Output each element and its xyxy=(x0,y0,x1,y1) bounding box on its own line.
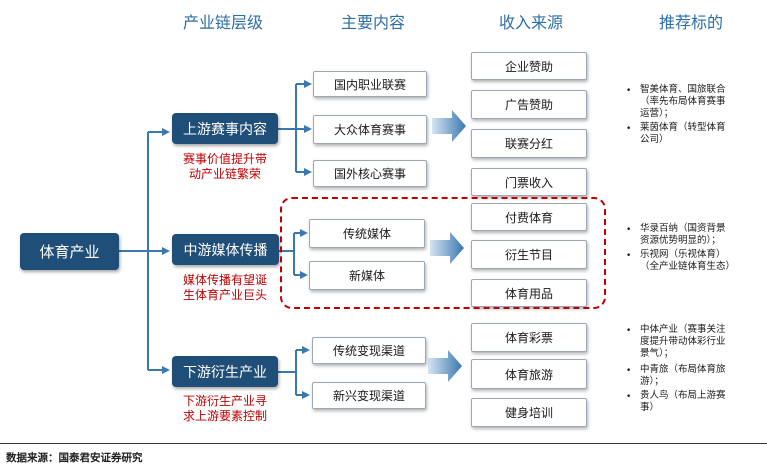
revenue-box: 付费体育 xyxy=(471,203,587,231)
downstream-node: 下游衍生产业 xyxy=(172,356,278,387)
revenue-box: 企业赞助 xyxy=(471,52,587,80)
revenue-box: 健身培训 xyxy=(471,398,587,427)
content-box: 传统媒体 xyxy=(309,219,425,248)
content-box: 大众体育赛事 xyxy=(313,115,427,144)
content-box: 国外核心赛事 xyxy=(313,160,427,187)
revenue-box: 联赛分红 xyxy=(471,129,587,158)
content-box: 国内职业联赛 xyxy=(313,71,427,97)
arrow-upstream xyxy=(432,110,466,142)
arrow-downstream xyxy=(428,350,462,382)
midstream-node: 中游媒体传播 xyxy=(172,234,279,265)
upstream-node: 上游赛事内容 xyxy=(172,113,278,144)
bullet-icon: • xyxy=(626,124,632,134)
target-upstream-1: 智美体育、国旅联合 （率先布局体育赛事 运营）； xyxy=(640,84,726,119)
bullet-icon: • xyxy=(626,366,632,376)
bullet-icon: • xyxy=(626,326,632,336)
midstream-highlight xyxy=(280,197,606,309)
upstream-note: 赛事价值提升带 动产业链繁荣 xyxy=(182,152,267,181)
target-downstream-1: 中体产业（赛事关注 度提升带动体彩行业 景气）； xyxy=(640,324,726,359)
revenue-box: 衍生节目 xyxy=(471,240,587,269)
header-targets: 推荐标的 xyxy=(658,13,723,32)
content-box: 新兴变现渠道 xyxy=(312,382,426,409)
revenue-box: 体育彩票 xyxy=(471,323,587,352)
midstream-note: 媒体传播有望诞 生体育产业巨头 xyxy=(182,273,267,302)
header-content: 主要内容 xyxy=(340,13,405,32)
revenue-box: 体育用品 xyxy=(471,279,587,307)
target-midstream-1: 华录百纳（国资背景 资源优势明显的）； xyxy=(640,223,726,246)
root-node: 体育产业 xyxy=(20,233,119,270)
bullet-icon: • xyxy=(626,392,632,402)
arrow-midstream xyxy=(430,232,464,264)
revenue-box: 广告赞助 xyxy=(471,90,587,119)
header-level: 产业链层级 xyxy=(182,13,263,32)
bullet-icon: • xyxy=(626,225,632,235)
target-downstream-2: 中青旅（布局体育旅 游）； xyxy=(640,364,726,387)
target-midstream-2: 乐视网（乐视体育） （全产业链体育生态） xyxy=(640,249,736,272)
revenue-box: 门票收入 xyxy=(471,168,587,196)
content-box: 新媒体 xyxy=(309,261,425,290)
source-note: 数据来源：国泰君安证券研究 xyxy=(6,452,143,464)
bullet-icon: • xyxy=(626,86,632,96)
target-upstream-2: 莱茵体育（转型体育 公司） xyxy=(640,122,726,145)
footer-divider xyxy=(0,443,767,444)
content-box: 传统变现渠道 xyxy=(312,337,426,364)
target-downstream-3: 贵人鸟（布局上游赛 事） xyxy=(640,390,726,413)
downstream-note: 下游衍生产业寻 求上游要素控制 xyxy=(182,394,267,423)
header-revenue: 收入来源 xyxy=(498,13,563,32)
bullet-icon: • xyxy=(626,251,632,261)
revenue-box: 体育旅游 xyxy=(471,359,587,389)
